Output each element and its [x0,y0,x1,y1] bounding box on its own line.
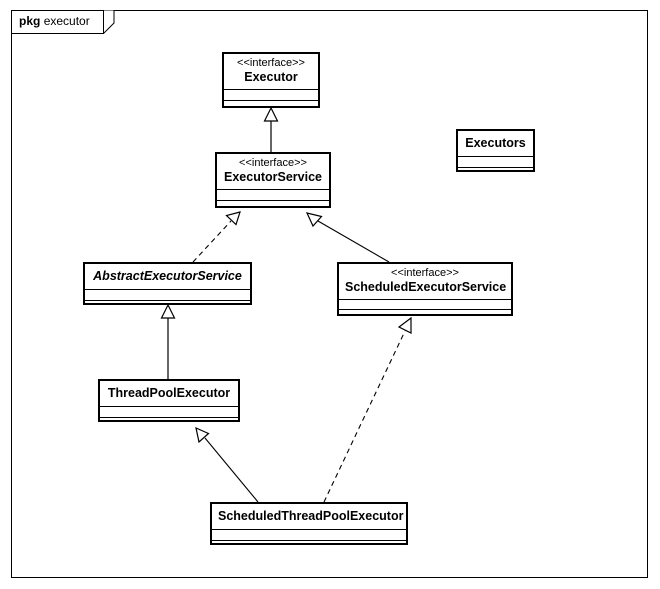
package-tab-corner-icon [103,10,115,34]
class-attributes-compartment [100,407,238,418]
class-name: ExecutorService [224,170,322,184]
class-attributes-compartment [212,530,406,541]
class-attributes-compartment [224,90,318,101]
class-box-abstract-executor-service[interactable]: AbstractExecutorService [83,262,252,305]
class-box-scheduled-thread-pool-executor[interactable]: ScheduledThreadPoolExecutor [210,502,408,545]
class-name: ThreadPoolExecutor [107,386,231,400]
class-header: <<interface>> ExecutorService [217,154,329,190]
class-name: Executor [244,70,298,84]
class-box-executor[interactable]: <<interface>> Executor [222,52,320,108]
class-name: ScheduledThreadPoolExecutor [218,509,404,523]
class-name: Executors [465,136,526,150]
class-box-scheduled-executor-service[interactable]: <<interface>> ScheduledExecutorService [337,262,513,316]
class-header: <<interface>> Executor [224,54,318,90]
class-stereotype: <<interface>> [237,57,305,69]
package-name: executor [43,14,90,28]
class-operations-compartment [100,418,238,430]
class-name: AbstractExecutorService [93,269,242,283]
class-header: Executors [458,131,533,157]
class-attributes-compartment [339,300,511,310]
class-operations-compartment [85,301,250,313]
class-header: ThreadPoolExecutor [100,381,238,407]
class-attributes-compartment [85,290,250,301]
class-operations-compartment [458,168,533,180]
class-header: AbstractExecutorService [85,264,250,290]
package-keyword: pkg [19,14,41,28]
class-stereotype: <<interface>> [239,157,307,169]
class-operations-compartment [217,201,329,213]
package-tab [11,10,104,34]
class-header: <<interface>> ScheduledExecutorService [339,264,511,300]
class-header: ScheduledThreadPoolExecutor [212,504,406,530]
class-box-executor-service[interactable]: <<interface>> ExecutorService [215,152,331,208]
class-operations-compartment [224,101,318,113]
class-box-executors[interactable]: Executors [456,129,535,172]
class-stereotype: <<interface>> [391,267,459,279]
class-attributes-compartment [458,157,533,168]
package-label: pkg executor [19,14,90,29]
class-attributes-compartment [217,190,329,201]
class-operations-compartment [212,541,406,553]
class-operations-compartment [339,310,511,321]
class-box-thread-pool-executor[interactable]: ThreadPoolExecutor [98,379,240,422]
class-name: ScheduledExecutorService [345,280,507,294]
